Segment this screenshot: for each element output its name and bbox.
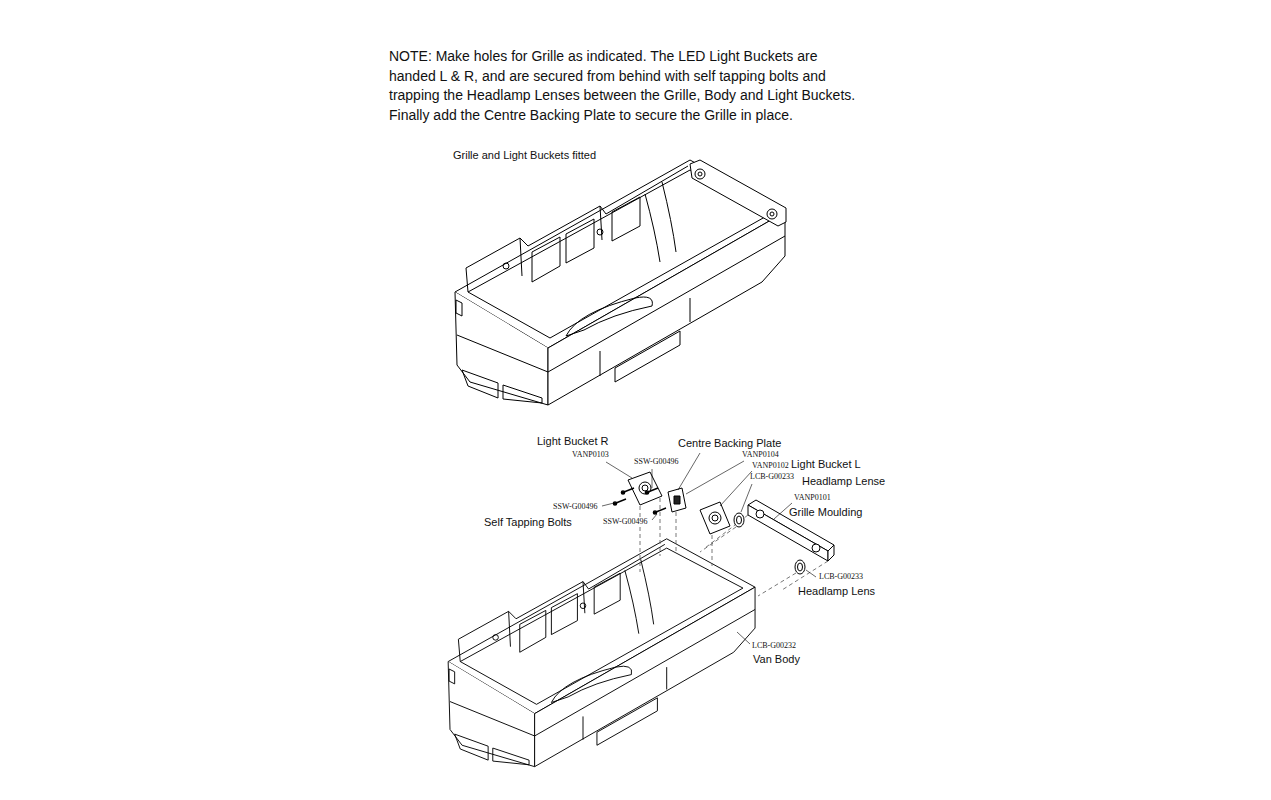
leader-line <box>652 469 653 488</box>
part-number: VANP0101 <box>794 494 831 502</box>
part-name: Light Bucket R <box>537 436 609 447</box>
light-bucket-fitted <box>767 209 777 219</box>
leader-line <box>720 471 752 506</box>
part-number: VANP0103 <box>572 451 609 459</box>
view-title: Grille and Light Buckets fitted <box>453 150 596 161</box>
lamp-socket <box>709 512 721 524</box>
part-name: Self Tapping Bolts <box>484 517 572 528</box>
part-name: Light Bucket L <box>791 459 861 470</box>
exploded-parts <box>628 472 834 574</box>
headlamp-fitted <box>770 212 774 216</box>
grille-light-hole <box>756 510 764 518</box>
headlamp-lens <box>737 516 742 524</box>
bolt-head <box>645 491 648 494</box>
grille-moulding-fitted <box>690 160 786 226</box>
bolt-head <box>653 511 656 514</box>
leader-line <box>737 632 750 644</box>
part-name: Headlamp Lense <box>802 476 885 487</box>
centre-backing-plate <box>668 488 686 512</box>
bolt-head <box>621 491 624 494</box>
alignment-line <box>640 506 641 572</box>
leader-line <box>741 484 752 512</box>
light-bucket-fitted <box>695 169 705 179</box>
leader-line <box>678 453 700 490</box>
part-number: SSW-G00496 <box>634 458 678 466</box>
lamp-socket <box>642 485 648 491</box>
part-number: SSW-G00496 <box>603 518 647 526</box>
part-number: VANP0102 <box>752 462 789 470</box>
lamp-socket <box>639 482 651 494</box>
bolt-head <box>613 502 616 505</box>
self-tapping-bolts <box>613 488 666 514</box>
leader-line <box>652 514 657 520</box>
bolt <box>648 488 658 492</box>
alignment-line <box>712 535 713 566</box>
bolt <box>656 508 666 512</box>
bolt <box>616 499 626 503</box>
leader-line <box>806 570 816 577</box>
grille-light-hole <box>812 544 820 552</box>
van-body-fitted <box>455 160 785 405</box>
part-number: LCB-G00233 <box>750 473 794 481</box>
part-number: SSW-G00496 <box>553 503 597 511</box>
plate-slot <box>674 496 680 504</box>
light-bucket-l <box>700 502 730 534</box>
headlamp-lens <box>795 560 805 574</box>
part-name: Grille Moulding <box>789 507 862 518</box>
headlamp-fitted <box>698 172 702 176</box>
grille-fitted <box>690 160 786 226</box>
alignment-line <box>676 512 677 552</box>
grille-moulding <box>828 545 834 561</box>
part-name: Centre Backing Plate <box>678 438 781 449</box>
headlamp-lens <box>798 563 803 571</box>
part-number: LCB-G00232 <box>752 642 796 650</box>
lamp-socket <box>712 515 718 521</box>
part-name: Van Body <box>753 654 800 665</box>
leader-lines <box>602 453 816 644</box>
bolt <box>624 488 634 492</box>
leader-line <box>602 503 614 506</box>
part-number: LCB-G00233 <box>819 573 863 581</box>
part-number: VANP0104 <box>742 451 779 459</box>
part-name: Headlamp Lens <box>798 586 875 597</box>
van-body <box>448 539 755 767</box>
note-text: NOTE: Make holes for Grille as indicated… <box>389 47 861 125</box>
leader-line <box>606 462 632 478</box>
headlamp-lens <box>734 513 744 527</box>
alignment-line <box>660 498 661 556</box>
